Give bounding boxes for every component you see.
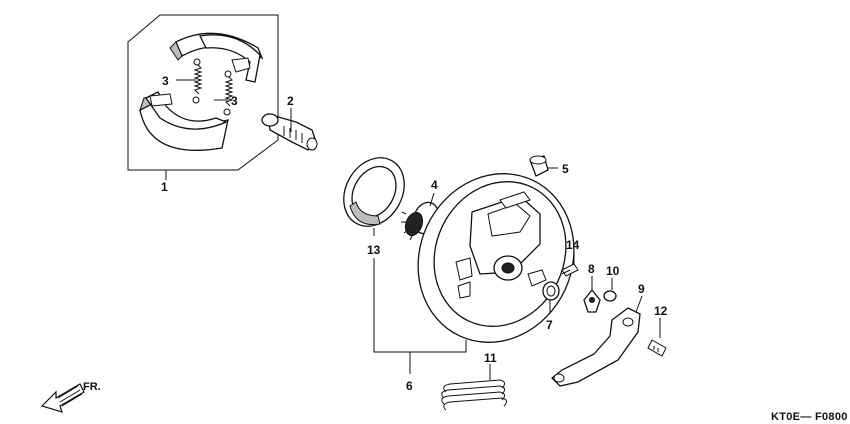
callout-13: 13 (367, 243, 381, 257)
brake-panel (417, 173, 575, 343)
brake-shoe-assembly (127, 14, 279, 180)
callout-5: 5 (562, 162, 569, 176)
callout-4: 4 (431, 178, 438, 192)
diagram-code: KT0E— F0800 (771, 411, 848, 423)
callout-3-upper: 3 (162, 74, 169, 88)
dust-seal (542, 281, 560, 314)
callout-2: 2 (287, 94, 294, 108)
brake-spring (441, 364, 508, 411)
callout-12: 12 (654, 304, 668, 318)
wear-indicator-plate (583, 276, 601, 313)
washer (603, 278, 617, 302)
callout-3-lower: 3 (231, 94, 238, 108)
callout-1: 1 (161, 180, 168, 194)
callout-11: 11 (484, 351, 497, 365)
assembly-bracket (373, 228, 467, 374)
direction-label: FR. (83, 381, 101, 393)
callout-7: 7 (546, 318, 553, 332)
brake-cam (261, 108, 318, 151)
callout-10: 10 (606, 264, 620, 278)
front-direction-arrow: FR. (40, 381, 101, 413)
brake-arm (551, 295, 643, 387)
spring-right (223, 70, 234, 116)
callout-8: 8 (588, 262, 595, 276)
grease-fitting (529, 155, 558, 177)
bolt-12 (647, 318, 667, 357)
oil-seal (343, 157, 405, 227)
bolt-14 (561, 252, 579, 277)
callout-9: 9 (638, 282, 645, 296)
callout-6: 6 (406, 379, 413, 393)
callout-14: 14 (566, 238, 580, 252)
spring-left (192, 58, 203, 104)
